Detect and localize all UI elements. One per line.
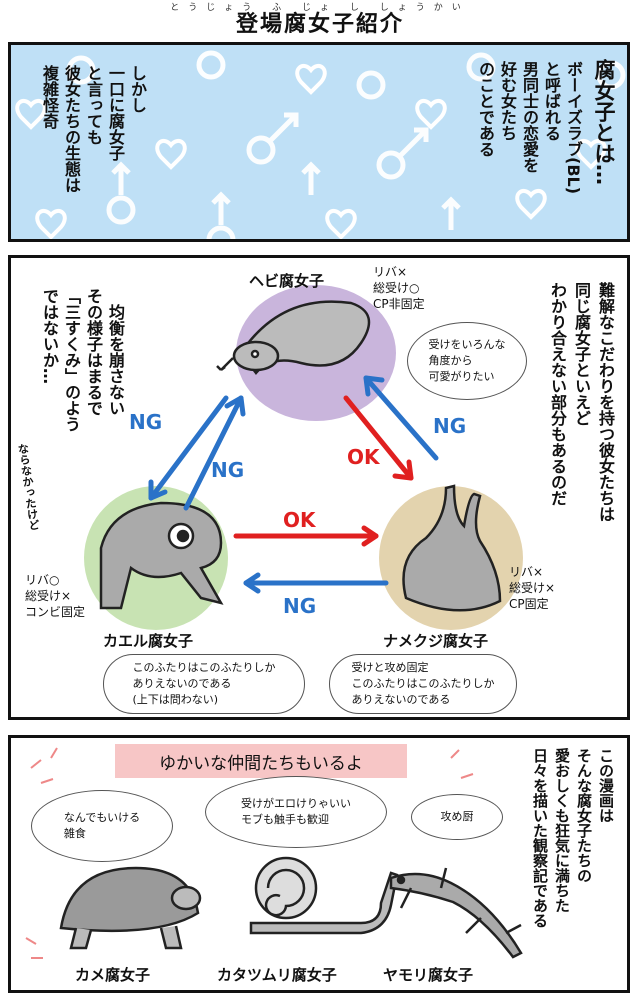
arrow-label-ng: NG <box>433 414 467 438</box>
gecko-speech-bubble: 攻め厨 <box>411 794 503 840</box>
panel-other-friends: ゆかいな仲間たちもいるよ この漫画は そんな腐女子たちの 愛おしくも狂気に満ちた… <box>8 735 630 993</box>
panel-three-way-standoff: NG NG OK NG OK NG 難解なこだわりを持つ彼女たちは 同じ腐女子と… <box>8 255 630 720</box>
arrow-label-ng: NG <box>129 410 163 434</box>
hearts-male-symbols-pattern <box>15 50 626 239</box>
intro-line: 複雑怪奇 <box>40 65 59 129</box>
narration-line: そんな腐女子たちの <box>575 748 593 883</box>
narration-line: ではないか… <box>40 288 59 384</box>
narration-line: 日々を描いた観察記である <box>531 748 549 928</box>
definition-line: のことである <box>476 61 495 157</box>
narration-line: わかり合えない部分もあるのだ <box>548 282 567 506</box>
narration-line: その様子はまるで <box>84 288 103 416</box>
friends-banner: ゆかいな仲間たちもいるよ <box>115 744 407 778</box>
frog-speech-bubble: このふたりはこのふたりしかありえないのである(上下は問わない) <box>103 654 305 714</box>
definition-heading: 腐女子とは… <box>592 59 616 185</box>
turtle-illustration <box>59 866 202 950</box>
frog-name: カエル腐女子 <box>103 632 194 650</box>
title-ruby: とうじょう ふ じょ し しょうかい <box>170 3 470 13</box>
frog-illustration <box>99 501 224 610</box>
snail-name: カタツムリ腐女子 <box>217 966 337 984</box>
definition-line: 男同士の恋愛を <box>520 61 539 173</box>
turtle-name: カメ腐女子 <box>75 966 151 984</box>
page-title: 登場腐女子紹介 <box>235 12 404 37</box>
definition-line: 好む女たち <box>498 61 517 141</box>
intro-line: 一口に腐女子 <box>106 65 125 161</box>
definition-line: と呼ばれる <box>542 61 561 141</box>
slug-name: ナメクジ腐女子 <box>383 632 489 650</box>
snake-illustration <box>216 300 371 376</box>
definition-line: ボーイズラブ(BL) <box>564 61 583 195</box>
arrow-label-ng: NG <box>211 458 245 482</box>
panel-definition: 腐女子とは… ボーイズラブ(BL) と呼ばれる 男同士の恋愛を 好む女たち のこ… <box>8 42 630 242</box>
gecko-name: ヤモリ腐女子 <box>383 966 474 984</box>
frog-stats: リバ○総受け×コンビ固定 <box>25 573 86 620</box>
snake-name: ヘビ腐女子 <box>249 272 325 290</box>
intro-line: と言っても <box>84 65 103 145</box>
narration-line: 難解なこだわりを持つ彼女たちは <box>596 282 615 522</box>
snail-illustration <box>249 856 399 935</box>
slug-illustration <box>402 484 502 612</box>
narration-line: 愛おしくも狂気に満ちた <box>553 748 571 913</box>
snail-speech-bubble: 受けがエロけりゃいいモブも触手も歓迎 <box>205 776 387 848</box>
arrow-label-ok: OK <box>347 445 380 469</box>
intro-line: しかし <box>128 65 147 113</box>
decoration-lines <box>25 747 474 959</box>
slug-speech-bubble: 受けと攻め固定このふたりはこのふたりしかありえないのである <box>329 654 517 714</box>
snake-stats: リバ×総受け○CP非固定 <box>373 265 425 312</box>
slug-stats: リバ×総受け×CP固定 <box>509 565 556 612</box>
gecko-illustration <box>389 867 523 959</box>
turtle-speech-bubble: なんでもいける雑食 <box>31 790 173 862</box>
narration-line: 均衡を崩さない <box>106 304 125 416</box>
narration-line: 「三すくみ」のよう <box>62 288 81 432</box>
diagram-graphics <box>84 285 523 630</box>
narration-line: この漫画は <box>597 748 615 823</box>
friends-illustrations <box>25 747 523 959</box>
intro-line: 彼女たちの生態は <box>62 65 81 193</box>
snake-speech-bubble: 受けをいろんな角度から可愛がりたい <box>407 322 527 400</box>
arrow-label-ng: NG <box>283 594 317 618</box>
narration-line: 同じ腐女子といえど <box>572 282 591 426</box>
arrow-label-ok: OK <box>283 508 316 532</box>
